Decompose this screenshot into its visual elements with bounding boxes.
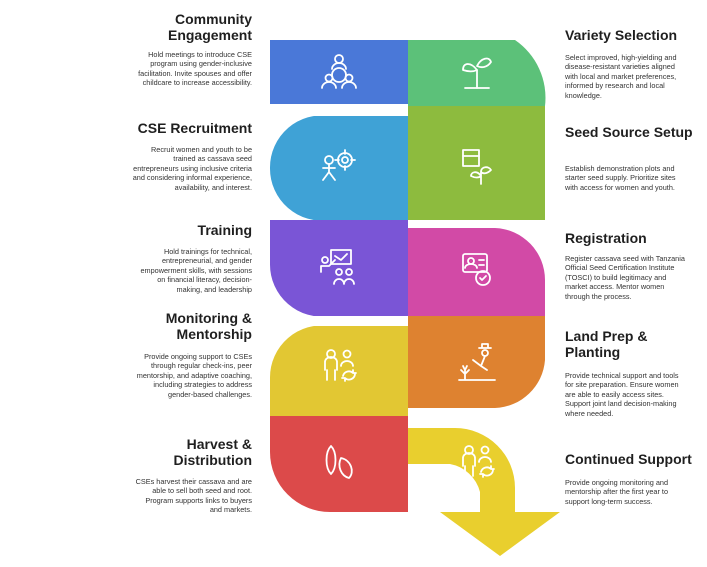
certificate-icon — [462, 253, 491, 286]
farmer-planting-icon — [458, 343, 496, 381]
segment-seed-source-setup — [408, 106, 545, 220]
step-desc-monitoring-mentorship: Provide ongoing support to CSEs through … — [136, 352, 252, 399]
step-title-cse-recruitment: CSE Recruitment — [137, 120, 252, 136]
support-cycle-icon — [462, 445, 495, 478]
woman-target-icon — [322, 149, 356, 181]
step-desc-community-engagement: Hold meetings to introduce CSE program u… — [138, 50, 252, 88]
step-desc-land-prep-planting: Provide technical support and tools for … — [565, 371, 679, 418]
segment-continued-support — [408, 428, 560, 556]
step-desc-seed-source-setup: Establish demonstration plots and starte… — [565, 164, 676, 192]
segment-monitoring-mentorship — [269, 325, 408, 416]
trainer-board-icon — [320, 249, 355, 285]
step-desc-variety-selection: Select improved, high-yielding and disea… — [565, 53, 677, 100]
step-desc-cse-recruitment: Recruit women and youth to be trained as… — [132, 145, 252, 192]
segment-cse-recruitment — [269, 115, 408, 221]
step-desc-harvest-distribution: CSEs harvest their cassava and are able … — [135, 477, 252, 515]
step-desc-training: Hold trainings for technical, entreprene… — [140, 247, 252, 294]
segment-community-engagement — [270, 40, 408, 104]
step-title-land-prep-planting: Land Prep & Planting — [565, 328, 648, 360]
step-desc-registration: Register cassava seed with Tanzania Offi… — [565, 254, 685, 301]
people-meeting-icon — [321, 54, 357, 89]
step-title-training: Training — [197, 222, 252, 238]
step-title-continued-support: Continued Support — [565, 451, 692, 467]
cassava-root-icon — [325, 445, 353, 479]
step-title-variety-selection: Variety Selection — [565, 27, 678, 43]
mentor-cycle-icon — [324, 349, 357, 382]
step-title-seed-source-setup: Seed Source Setup — [565, 124, 693, 140]
step-title-monitoring-mentorship: Monitoring & Mentorship — [165, 310, 252, 342]
step-title-harvest-distribution: Harvest & Distribution — [173, 436, 252, 468]
box-sprout-icon — [462, 149, 492, 185]
seedling-icon — [462, 57, 492, 89]
step-title-community-engagement: Community Engagement — [167, 11, 252, 43]
step-title-registration: Registration — [565, 230, 647, 246]
step-desc-continued-support: Provide ongoing monitoring and mentorshi… — [565, 478, 669, 506]
